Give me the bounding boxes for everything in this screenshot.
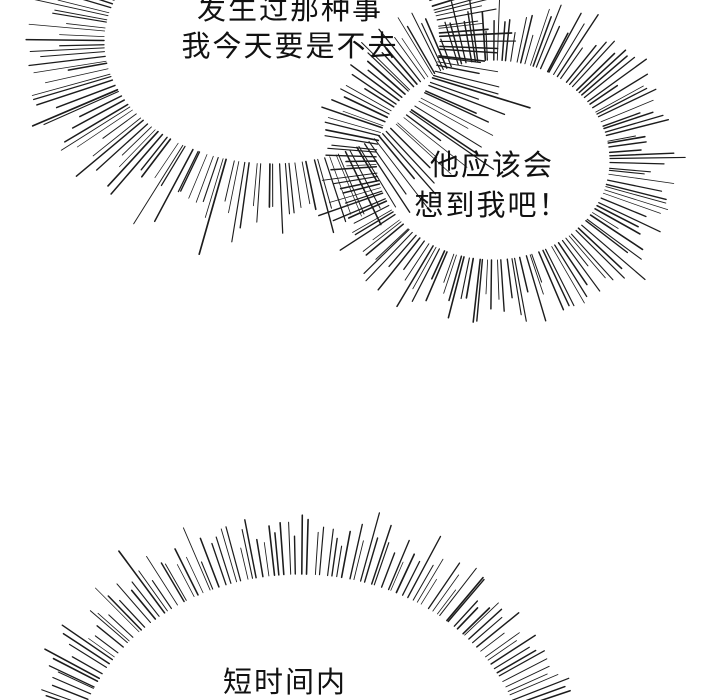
speech-bubble-top: 发生过那种事 我今天要是不去 <box>110 0 470 65</box>
burst-outline-bottom-bubble <box>41 512 571 700</box>
speech-line: 他应该会 <box>429 148 554 182</box>
burst-outline-right-bubble <box>318 0 686 323</box>
speech-bubble-right: 他应该会 想到我吧！ <box>350 145 634 225</box>
speech-bubble-bottom: 短时间内 <box>145 664 425 700</box>
speech-line: 我今天要是不去 <box>181 29 399 63</box>
speech-line: 发生过那种事 <box>196 0 383 26</box>
speech-line: 短时间内 <box>222 665 347 699</box>
speech-line: 想到我吧！ <box>414 188 570 222</box>
